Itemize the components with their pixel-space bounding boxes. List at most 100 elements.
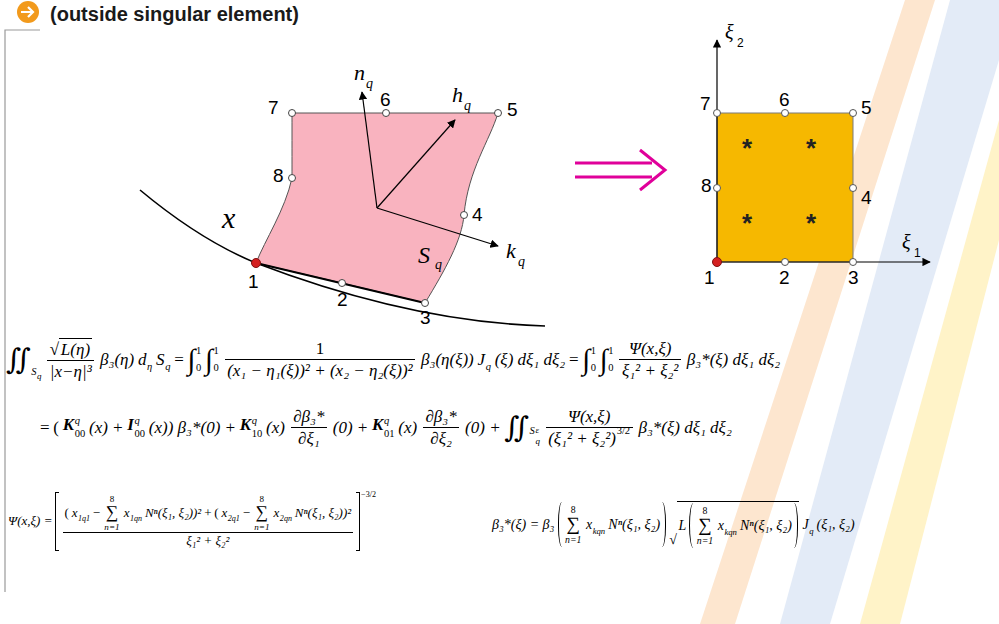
formula-text: q (384, 415, 395, 427)
sum-limit: n=1 (565, 534, 581, 545)
script-group: xkqn (718, 518, 737, 534)
formula-text: 1 (316, 339, 325, 359)
element-nodes (289, 110, 502, 307)
bracket-right (794, 503, 798, 548)
formula-term: 8∑n=1 xkqnNⁿ(ξ₁, ξ₂) (695, 505, 791, 546)
formula-text: Nⁿ(ξ₁, ξ₂) (740, 518, 792, 534)
formula-text: 1q1 (78, 514, 90, 523)
formula-text: Nⁿ(ξ₁, ξ₂))² (295, 506, 351, 521)
script-group: dη (138, 350, 152, 370)
formula-text: (x₁ − η₁(ξ))² + (x₂ − η₂(ξ))² (227, 361, 413, 381)
header-icon (17, 1, 39, 23)
bracket-body: 8∑n=1xkqnNⁿ(ξ₁, ξ₂) (562, 502, 662, 547)
formula-text: x (124, 506, 130, 521)
sum-limit: n=1 (104, 522, 119, 532)
node-number: 5 (507, 100, 518, 119)
fraction: √L(η)|x−η|³ (47, 338, 94, 381)
script-stack: 2q1 (228, 509, 240, 524)
point-name: x (222, 203, 235, 233)
formula-term: ∬Sq√L(η)|x−η|³β₃(η)dηSq=∫10∫101(x₁ − η₁(… (6, 338, 780, 381)
script-group: ∫10 (582, 345, 596, 374)
boundary-element (256, 113, 498, 303)
formula-text: x (222, 506, 228, 521)
formula-text: q (535, 435, 539, 445)
formula-text: ∂ξ₂ (430, 429, 452, 449)
script-stack: q (486, 353, 491, 373)
node-number: 4 (472, 205, 483, 224)
fraction: Ψ(x,ξ)(ξ₁² + ξ₂²)3/2 (546, 407, 633, 448)
formula-text: Ψ(x,ξ) = (8, 514, 52, 529)
node-number: 3 (420, 308, 431, 327)
gauss-point: * (806, 210, 816, 236)
formula-text: β₃(η(ξ)) (421, 350, 474, 370)
formula-text: J (802, 517, 808, 533)
sum-stack: 8∑n=1 (254, 494, 269, 532)
formula-text: ∫ (582, 345, 590, 374)
formula-text: 00 (75, 428, 86, 440)
slide-title: (outside singular element) (50, 3, 299, 25)
bracket-exponent: −3/2 (361, 490, 376, 499)
node-number: 6 (779, 90, 790, 109)
formula-text: 0 (196, 362, 201, 374)
formula-text: 1 (608, 345, 613, 357)
formula-text: x (718, 518, 724, 534)
formula-text: n=1 (565, 534, 581, 545)
fraction-numerator: (x1q1−8∑n=1x1qnNⁿ(ξ₁, ξ₂))²+(x2q1−8∑n=1x… (63, 494, 354, 532)
formula-text: 01 (384, 428, 395, 440)
node-number: 5 (861, 98, 872, 117)
formula-text: kqn (593, 526, 606, 536)
axis-subscript: 2 (737, 37, 744, 49)
formula-text: (0) + (465, 418, 501, 438)
sum-stack: 8∑n=1 (565, 504, 581, 545)
sum-stack: 8∑n=1 (697, 505, 713, 546)
script-stack: q (809, 520, 813, 536)
formula-text: S (530, 425, 535, 446)
formula-text: kqn (724, 527, 737, 537)
formula-text: I (127, 415, 134, 439)
formula-text: K (240, 415, 251, 439)
formula-text: (x) (398, 418, 417, 438)
formula-text: S (156, 350, 165, 370)
fraction-denominator: ∂ξ₂ (423, 427, 459, 449)
radical: √L(η) (50, 338, 92, 360)
formula-text: √ (50, 340, 59, 360)
vector-subscript: q (464, 99, 471, 113)
vector-name: n (354, 62, 365, 84)
formula-text: 1 (214, 345, 219, 357)
formula-text: β₃*(ξ) = β₃ (492, 517, 554, 533)
formula-text: n=1 (104, 522, 119, 532)
script-group: Kq00 (63, 415, 86, 439)
node-number: 1 (248, 272, 259, 291)
node-number: 1 (704, 268, 715, 287)
script-stack: 10 (608, 345, 613, 374)
fraction-numerator: ∂β₃* (423, 407, 459, 427)
formula-text: ∑ (698, 516, 711, 535)
script-stack: 10 (196, 345, 201, 374)
formula-text: ( (64, 506, 68, 521)
formula-line: Ψ(x,ξ) =(x1q1−8∑n=1x1qnNⁿ(ξ₁, ξ₂))²+(x2q… (8, 492, 376, 551)
formula-term: (x1q1−8∑n=1x1qnNⁿ(ξ₁, ξ₂))²+(x2q1−8∑n=1x… (64, 494, 351, 532)
formula-text: (x) + (89, 418, 124, 438)
node-number: 4 (861, 188, 872, 207)
script-stack: q10 (252, 415, 263, 439)
tangent-vector (377, 120, 455, 208)
formula-text: (ξ₁, ξ₂) (817, 517, 855, 533)
script-group: Kq01 (372, 415, 395, 439)
formula-text: (x)) β₃*(0) + (149, 418, 236, 438)
script-stack: Sq (31, 349, 41, 378)
script-group: Sεq (530, 425, 540, 446)
node-number: 2 (337, 290, 348, 309)
bracket-group: 8∑n=1xkqnNⁿ(ξ₁, ξ₂) (558, 502, 667, 547)
fraction-numerator: √L(η) (47, 338, 94, 360)
singular-node (713, 258, 722, 267)
vector-name: h (452, 84, 463, 106)
deco-band (780, 0, 999, 624)
formula-text: 8 (703, 505, 708, 516)
fraction-denominator: (ξ₁² + ξ₂²)3/2 (546, 427, 633, 449)
formula-line: ∬Sq√L(η)|x−η|³β₃(η)dηSq=∫10∫101(x₁ − η₁(… (6, 338, 780, 381)
formula-text: ∫ (600, 345, 608, 374)
fraction: 1(x₁ − η₁(ξ))² + (x₂ − η₂(ξ))² (225, 339, 416, 380)
formula-term: Ψ(x,ξ) =(x1q1−8∑n=1x1qnNⁿ(ξ₁, ξ₂))²+(x2q… (8, 492, 376, 551)
formula-text: q (135, 415, 146, 427)
